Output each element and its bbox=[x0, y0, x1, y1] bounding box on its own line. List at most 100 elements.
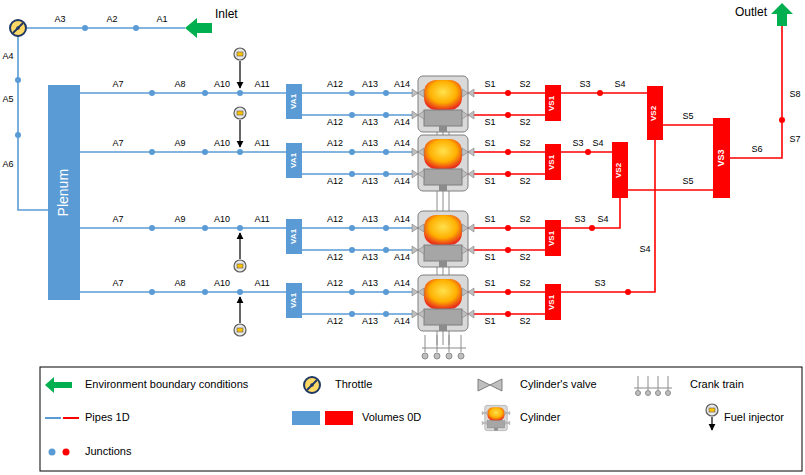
pipe-label: A12 bbox=[326, 253, 344, 263]
pipe-label: S2 bbox=[519, 317, 532, 327]
pipe-connector bbox=[80, 227, 286, 229]
pipe-label: A12 bbox=[326, 215, 344, 225]
junction-dots bbox=[133, 25, 139, 31]
pipe-label: S4 bbox=[597, 215, 610, 225]
engine-illustration bbox=[234, 107, 246, 119]
intake-pipes bbox=[302, 228, 418, 250]
pipe-label: A10 bbox=[213, 215, 231, 225]
exhaust-volume: VS2 bbox=[612, 142, 628, 198]
junction-dots bbox=[383, 225, 389, 231]
junction-dots bbox=[15, 25, 389, 317]
pipe-label: A4 bbox=[2, 52, 15, 62]
pipe-label: A7 bbox=[112, 279, 125, 289]
volume-name: VA1 bbox=[290, 293, 299, 308]
pipe-label: S1 bbox=[484, 253, 497, 263]
junction-dots bbox=[237, 225, 243, 231]
junction-dots bbox=[349, 149, 355, 155]
crank-train bbox=[422, 353, 428, 359]
pipe-connector bbox=[561, 198, 620, 228]
pipe-label: A11 bbox=[254, 139, 271, 149]
pipe-label: S1 bbox=[484, 215, 497, 225]
pipe-connector bbox=[663, 124, 713, 126]
junction-dots bbox=[383, 311, 389, 317]
junction-dots bbox=[505, 289, 511, 295]
junction-dots bbox=[625, 289, 631, 295]
pipe-label: A1 bbox=[156, 15, 169, 25]
pipe-label: A12 bbox=[326, 317, 344, 327]
legend-entry: Volumes 0D bbox=[362, 411, 421, 424]
junction-dots bbox=[383, 289, 389, 295]
pipe-label: A6 bbox=[2, 160, 15, 170]
legend-box bbox=[304, 377, 320, 393]
pipe-connector bbox=[628, 189, 713, 191]
fuel-injectors bbox=[239, 61, 240, 323]
legend-entry: Environment boundary conditions bbox=[85, 378, 248, 391]
crank-train bbox=[461, 335, 462, 352]
pipe-label: A11 bbox=[254, 80, 271, 90]
pipe-label: S7 bbox=[789, 135, 802, 145]
volume-name: VS2 bbox=[651, 105, 660, 120]
junction-dots bbox=[585, 149, 591, 155]
legend-box bbox=[45, 417, 61, 419]
pipe-label: A10 bbox=[213, 279, 231, 289]
exhaust-pipes bbox=[468, 26, 782, 314]
junction-dots bbox=[202, 289, 208, 295]
pipe-label: S3 bbox=[574, 215, 587, 225]
junction-dots bbox=[237, 149, 243, 155]
intake-pipes bbox=[302, 292, 418, 314]
exhaust-pipes bbox=[468, 93, 545, 115]
pipe-connector bbox=[80, 291, 286, 293]
exhaust-pipes bbox=[468, 292, 545, 314]
pipe-label: A14 bbox=[393, 317, 411, 327]
engine-illustration bbox=[234, 260, 246, 272]
pipe-label: A10 bbox=[213, 80, 231, 90]
legend-box bbox=[478, 379, 502, 391]
junction-dots bbox=[383, 112, 389, 118]
crank-train bbox=[437, 335, 438, 352]
junction-dots bbox=[597, 90, 603, 96]
junction-dots bbox=[349, 112, 355, 118]
pipe-label: A9 bbox=[174, 215, 187, 225]
intake-volume: VA1 bbox=[286, 143, 302, 178]
exhaust-pipes bbox=[468, 228, 545, 250]
junction-dots bbox=[505, 90, 785, 317]
legend-box bbox=[63, 417, 79, 419]
plenum-volume: Plenum bbox=[48, 85, 80, 300]
pipe-label: A10 bbox=[213, 139, 231, 149]
legend-box bbox=[292, 411, 320, 425]
legend-entry: Throttle bbox=[335, 378, 372, 391]
intake-pipes bbox=[26, 27, 185, 29]
intake-volume: VA1 bbox=[286, 219, 302, 254]
pipe-connector bbox=[80, 92, 286, 94]
pipe-label: A8 bbox=[174, 279, 187, 289]
legend-box bbox=[325, 411, 353, 425]
pipe-label: A12 bbox=[326, 177, 344, 187]
pipe-label: S4 bbox=[614, 80, 627, 90]
junction-dots bbox=[202, 225, 208, 231]
pipe-connector bbox=[80, 151, 286, 153]
junction-dots bbox=[505, 171, 511, 177]
junction-dots bbox=[505, 112, 511, 118]
junction-dots bbox=[202, 149, 208, 155]
junction-dots bbox=[349, 311, 355, 317]
volume-name: VS1 bbox=[549, 154, 558, 169]
fuel-injectors bbox=[239, 61, 240, 88]
crank-train bbox=[446, 353, 452, 359]
junction-dots bbox=[149, 90, 155, 96]
pipe-label: A9 bbox=[174, 139, 187, 149]
boundary-label: Outlet bbox=[734, 6, 768, 19]
volume-name: Plenum bbox=[56, 169, 71, 216]
legend-text: Cylinder's valve bbox=[520, 378, 597, 390]
pipe-label: A5 bbox=[2, 95, 15, 105]
junction-dots bbox=[202, 90, 208, 96]
legend-entry: Crank train bbox=[690, 378, 744, 391]
engine-illustration bbox=[412, 76, 474, 132]
pipe-label: S2 bbox=[519, 118, 532, 128]
legend-box bbox=[646, 391, 651, 396]
volume-name: VS2 bbox=[616, 162, 625, 177]
legend-text: Crank train bbox=[690, 378, 744, 390]
pipe-label: A7 bbox=[112, 139, 125, 149]
junction-dots bbox=[15, 77, 21, 83]
exhaust-volume: VS2 bbox=[647, 86, 663, 140]
pipe-label: A11 bbox=[254, 215, 271, 225]
